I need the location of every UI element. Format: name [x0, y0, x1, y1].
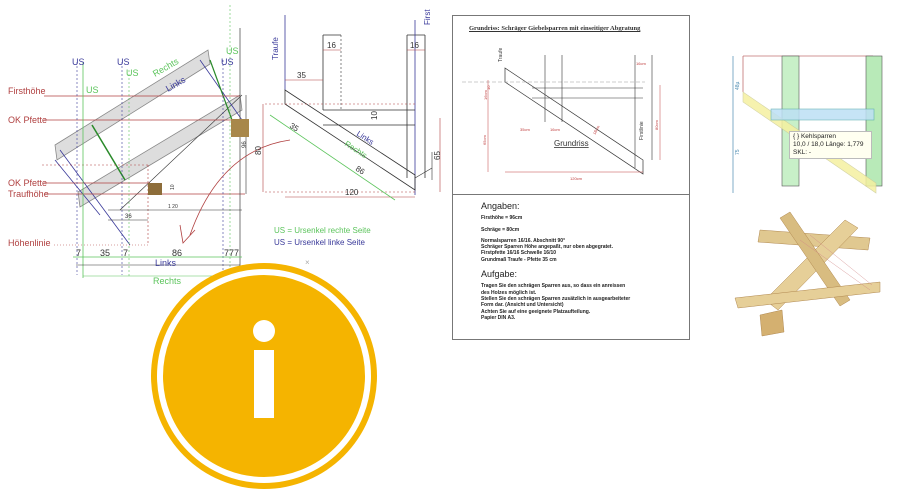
label-ok-pfette-top: OK Pfette: [8, 115, 47, 125]
info-icon: [151, 263, 377, 489]
dim-96: 96: [242, 141, 248, 148]
first-label: First: [423, 9, 432, 25]
doc-title: Grundriss: Schräger Giebelsparren mit ei…: [469, 25, 641, 32]
us-marker: US: [126, 68, 139, 78]
dim-120: 1 20: [168, 204, 178, 210]
doc-dim: 16cm: [483, 90, 488, 100]
kehlsparren-tooltip: { } Kehlsparren 10,0 / 18,0 Länge: 1,779…: [789, 131, 872, 159]
dim-35-diagonal: 35: [288, 121, 301, 134]
aufgabe-line: Papier DIN A3.: [481, 314, 516, 321]
cad-dim-bottom: 75: [735, 149, 741, 155]
dim-16: 16: [327, 41, 336, 50]
label-traufhoehe: Traufhöhe: [8, 189, 49, 199]
dim-16: 16: [410, 41, 419, 50]
dim-7: 7: [224, 248, 229, 258]
doc-dim: 16cm: [550, 127, 560, 132]
doc-dim: 80cm: [654, 120, 659, 130]
angaben-heading: Angaben:: [481, 201, 520, 211]
doc-firstlinie: Firstlinie: [639, 121, 645, 140]
label-firsthoehe: Firsthöhe: [8, 86, 46, 96]
traufe-label: Traufe: [271, 37, 280, 60]
doc-dim: 120cm: [570, 176, 583, 181]
links-label: Links: [355, 129, 376, 147]
detail-line: Grundmaß Traufe - Pfette 35 cm: [481, 256, 557, 263]
timber-3d-render: [734, 211, 881, 337]
dim-7: 7: [229, 248, 234, 258]
aufgabe-line: Achten Sie auf eine geeignete Platzaufte…: [481, 308, 591, 315]
assignment-sheet: Grundriss: Schräger Giebelsparren mit ei…: [452, 15, 690, 340]
cad-dim-top: 48µ: [735, 81, 741, 90]
aufgabe-line: des Holzes möglich ist.: [481, 289, 537, 296]
dim-10: 10: [370, 111, 379, 120]
detail-line: Schräger Sparren Höhe angepaßt, nur oben…: [481, 244, 613, 251]
doc-dim: 16cm: [636, 61, 646, 66]
aufgabe-line: Tragen Sie den schrägen Sparren aus, so …: [481, 283, 626, 290]
aufgabe-line: Stellen Sie den schrägen Sparren zusätzl…: [481, 295, 631, 302]
dim-86: 86: [172, 248, 182, 258]
doc-dim: 35cm: [520, 127, 530, 132]
detail-line: Normalsparren 16/16. Abschnitt 90°: [481, 237, 566, 244]
aufgabe-heading: Aufgabe:: [481, 269, 518, 280]
tooltip-line: { } Kehlsparren: [793, 133, 837, 140]
angaben-item: Schräge = 80cm: [481, 226, 520, 233]
dim-35: 35: [100, 248, 110, 258]
grundriss-drawing: 35cm 16cm 16cm 120cm 65cm 80cm 16cm 10 1…: [462, 48, 661, 181]
instructions-panel: Angaben: Firsthöhe = 96cm Schräge = 80cm…: [453, 195, 689, 339]
links-bottom-label: Links: [155, 258, 177, 268]
us-marker: US: [86, 85, 99, 95]
doc-dim: 65cm: [482, 135, 487, 145]
us-marker: US: [117, 57, 130, 67]
dim-120: 120: [345, 188, 359, 197]
detail-line: Firstpfette 16/16 Schwelle 16/10: [481, 250, 557, 257]
rechts-bottom-label: Rechts: [153, 276, 182, 286]
legend-us-rechts: US = Ursenkel rechte Seite: [274, 226, 371, 235]
doc-dim: 10: [486, 85, 491, 90]
label-hoehenlinie: Höhenlinie: [8, 238, 51, 248]
legend-us-links: US = Ursenkel linke Seite: [274, 238, 365, 247]
label-ok-pfette-bottom: OK Pfette: [8, 178, 47, 188]
dim-10: 10: [170, 184, 176, 190]
rafter-plan-view: Traufe First 16 16 35 10 80 35 86 120 65…: [254, 9, 442, 247]
dim-36: 36: [125, 214, 132, 220]
doc-dim: 18cm: [592, 124, 602, 136]
angaben-item: Firsthöhe = 96cm: [481, 215, 523, 222]
doc-grundriss: Grundriss: [554, 139, 589, 148]
dim-86: 86: [354, 164, 367, 177]
dim-7: 7: [234, 248, 239, 258]
close-icon: ×: [305, 258, 310, 267]
aufgabe-line: Form dar. (Ansicht und Untersicht): [481, 302, 564, 309]
dim-35: 35: [297, 71, 306, 80]
dim-7: 7: [76, 248, 81, 258]
cad-rafter-view: 48µ 75: [732, 55, 883, 194]
dim-7: 7: [123, 248, 128, 258]
us-marker: US: [72, 57, 85, 67]
doc-traufe: Traufe: [498, 48, 504, 62]
grundriss-panel: Grundriss: Schräger Giebelsparren mit ei…: [453, 16, 689, 195]
us-marker: US: [226, 46, 239, 56]
dim-80: 80: [254, 146, 263, 155]
tooltip-line: 10,0 / 18,0 Länge: 1,779: [793, 141, 864, 148]
us-marker: US: [221, 57, 234, 67]
tooltip-line: SKL: -: [793, 149, 812, 156]
roof-rafter-elevation: Firsthöhe OK Pfette OK Pfette Traufhöhe …: [8, 5, 291, 286]
dim-65: 65: [433, 151, 442, 160]
